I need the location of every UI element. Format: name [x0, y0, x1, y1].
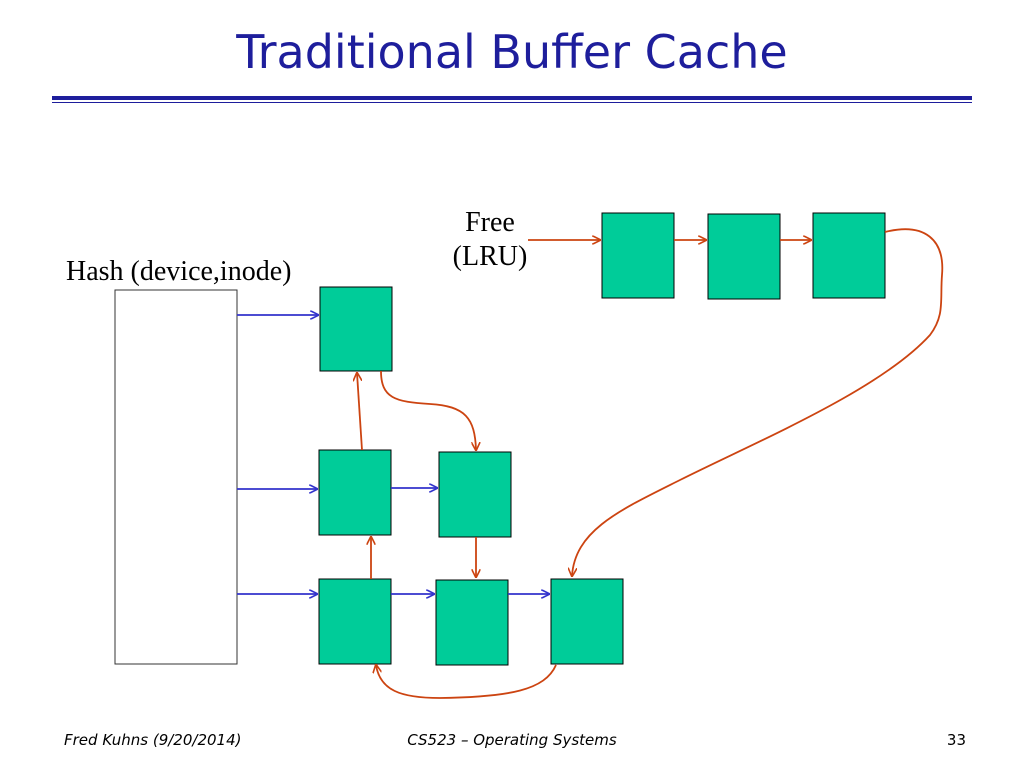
hash-buffer-row3-1	[318, 578, 392, 665]
free-lru-label: Free (LRU)	[440, 206, 540, 274]
free-label-line2: (LRU)	[452, 241, 528, 272]
title-rule-thin	[52, 102, 972, 103]
hash-label: Hash (device,inode)	[66, 256, 292, 287]
title-rule-thick	[52, 96, 972, 100]
footer-author: Fred Kuhns (9/20/2014)	[64, 731, 242, 749]
lru-arrow-row2-1-to-row1-1	[357, 373, 363, 451]
lru-arrow-3-to-row3-3	[572, 228, 944, 576]
lru-arrow-row3-3-to-row3-1	[376, 665, 557, 699]
hash-buffer-row1-1	[319, 286, 393, 372]
hash-buffer-row3-3	[550, 578, 624, 665]
slide-title: Traditional Buffer Cache	[236, 25, 788, 79]
free-buffer-3	[812, 212, 886, 299]
footer-page-number: 33	[946, 731, 966, 749]
hash-buffer-row2-2	[438, 451, 512, 538]
hash-table	[114, 289, 238, 665]
hash-buffer-row3-2	[435, 579, 509, 666]
lru-arrow-row1-1-to-row2-2	[380, 370, 476, 450]
footer-course: CS523 – Operating Systems	[407, 731, 617, 749]
free-buffer-2	[707, 213, 781, 300]
hash-buffer-row2-1	[318, 449, 392, 536]
free-label-line1: Free	[465, 207, 515, 238]
free-buffer-1	[601, 212, 675, 299]
